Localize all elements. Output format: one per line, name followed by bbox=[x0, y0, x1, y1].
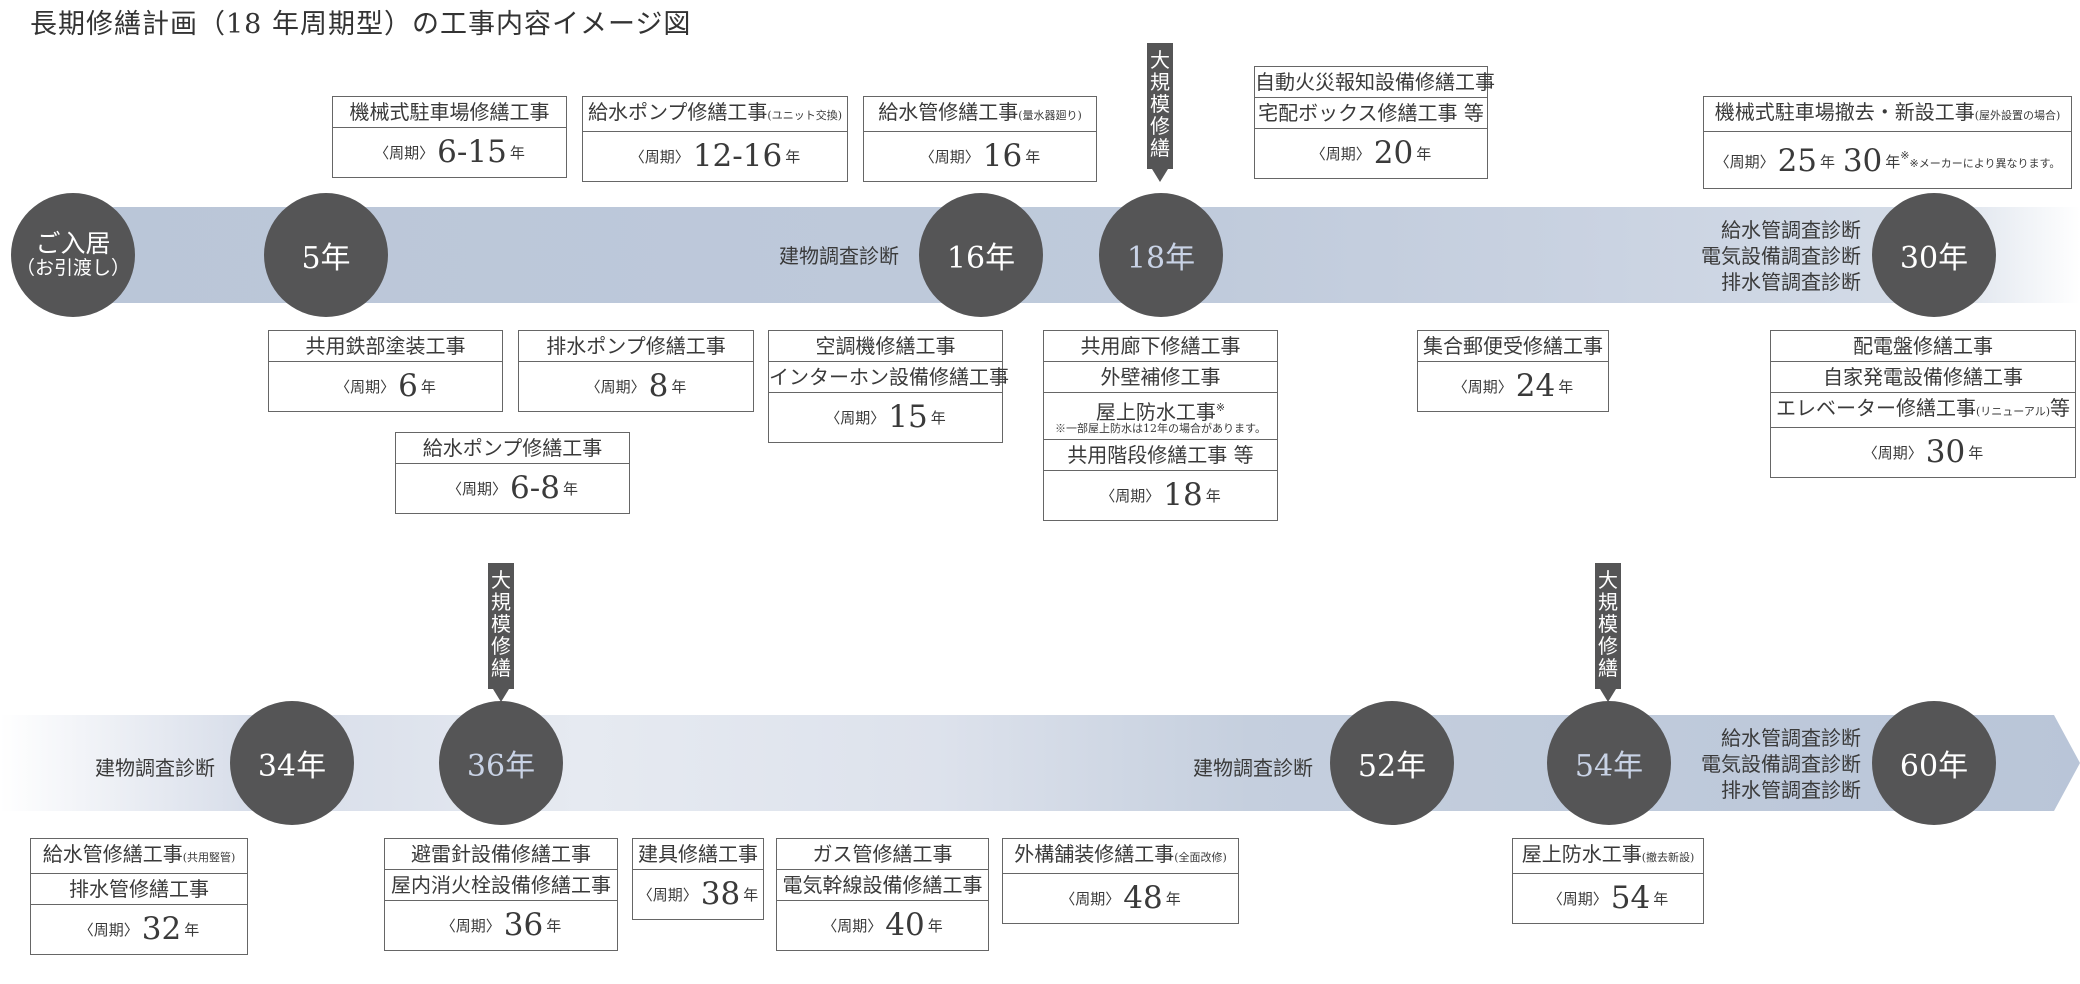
survey-label-16: 建物調査診断 bbox=[779, 244, 899, 268]
milestone-34: 34年 bbox=[230, 701, 354, 825]
major-repair-tag-18: 大規模修繕 bbox=[1147, 43, 1173, 182]
milestone-30: 30年 bbox=[1872, 193, 1996, 317]
milestone-18: 18年 bbox=[1099, 193, 1223, 317]
milestone-start: ご入居 （お引渡し） bbox=[11, 193, 135, 317]
survey-label-34: 建物調査診断 bbox=[95, 756, 215, 780]
milestone-5: 5年 bbox=[264, 193, 388, 317]
milestone-start-sublabel: （お引渡し） bbox=[15, 257, 130, 280]
major-repair-tag-36: 大規模修繕 bbox=[488, 563, 514, 702]
page-title: 長期修繕計画（18 年周期型）の工事内容イメージ図 bbox=[30, 9, 692, 40]
milestone-54: 54年 bbox=[1547, 701, 1671, 825]
timeline-band-top bbox=[50, 207, 2080, 303]
milestone-52: 52年 bbox=[1330, 701, 1454, 825]
milestone-36: 36年 bbox=[439, 701, 563, 825]
survey-list-30: 給水管調査診断電気設備調査診断排水管調査診断 bbox=[1701, 218, 1861, 294]
survey-list-60: 給水管調査診断電気設備調査診断排水管調査診断 bbox=[1701, 726, 1861, 802]
major-repair-tag-54: 大規模修繕 bbox=[1595, 563, 1621, 702]
milestone-16: 16年 bbox=[919, 193, 1043, 317]
milestone-start-label: ご入居 bbox=[35, 228, 111, 258]
survey-label-52: 建物調査診断 bbox=[1193, 756, 1313, 780]
box-18-year: 共用廊下修繕工事 外壁補修工事 屋上防水工事※ ※一部屋上防水は12年の場合があ… bbox=[1043, 330, 1278, 521]
milestone-60: 60年 bbox=[1872, 701, 1996, 825]
box-switchboard: 配電盤修繕工事 自家発電設備修繕工事 エレベーター修繕工事(リニューアル)等 〈… bbox=[1770, 330, 2076, 478]
